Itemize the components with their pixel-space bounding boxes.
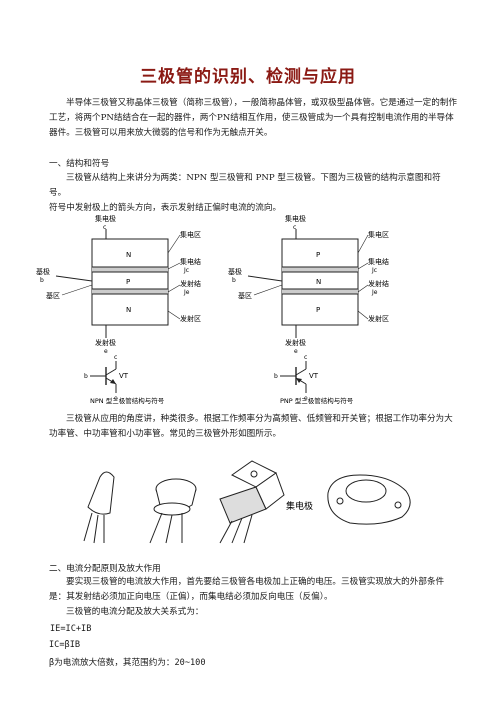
- npn-collector-junction-label: 集电结: [180, 257, 201, 266]
- npn-symbol-b: b: [84, 373, 88, 380]
- npn-emitter-region-label: 发射区: [180, 314, 201, 323]
- npn-structure: 集电极 c N P N 集电区 集电结 Jc 发射结 Je 发射区 基极 b 基…: [36, 214, 201, 405]
- pnp-jc-label: Jc: [371, 267, 377, 274]
- section1-heading: 一、结构和符号: [49, 159, 110, 169]
- npn-e-label: e: [104, 348, 108, 355]
- section2-heading: 二、电流分配原则及放大作用: [49, 564, 161, 574]
- section1-paragraph: 三极管从结构上来讲分为两类：NPN 型三极管和 PNP 型三极管。下图为三极管的…: [49, 173, 441, 198]
- npn-collector-label: 集电极: [95, 214, 116, 223]
- pnp-base-label: 基极: [228, 267, 242, 276]
- npn-symbol-c: c: [114, 354, 117, 361]
- pnp-b-label: b: [232, 277, 236, 284]
- applications-paragraph: 三极管从应用的角度讲，种类很多。根据工作频率分为高频管、低频管和开关管；根据工作…: [49, 414, 453, 439]
- npn-b-label: b: [40, 277, 44, 284]
- small-signal-transistor-shape: [83, 471, 115, 544]
- section1-arrow-note: 符号中发射极上的箭头方向，表示发射结正偏时电流的流向。: [49, 203, 282, 213]
- pnp-c-label: c: [293, 224, 296, 231]
- npn-mid-region: P: [126, 278, 130, 286]
- section2-paragraph: 要实现三极管的电流放大作用，首先要给三极管各电极加上正确的电压。三极管实现放大的…: [49, 577, 445, 602]
- pnp-symbol-c: c: [304, 354, 307, 361]
- pnp-emitter-junction-label: 发射结: [368, 279, 389, 288]
- pnp-top-region: P: [316, 251, 320, 259]
- pnp-collector-region-label: 集电区: [368, 230, 389, 239]
- npn-symbol-e: e: [114, 395, 118, 402]
- metal-can-transistor-shape: [149, 478, 197, 544]
- beta-range-note: β为电流放大倍数，其范围约为：20~100: [49, 658, 206, 668]
- transistor-shapes-illustration: 集电极: [83, 460, 411, 544]
- pnp-e-label: e: [294, 348, 298, 355]
- pnp-mid-region: N: [316, 278, 321, 286]
- npn-top-region: N: [126, 251, 131, 259]
- metal-power-transistor-to3-shape: [327, 474, 411, 525]
- equation-ic: IC=βIB: [49, 640, 81, 650]
- npn-c-label: c: [103, 224, 106, 231]
- npn-je-label: Je: [183, 289, 190, 296]
- structure-diagram: 集电极 c N P N 集电区 集电结 Jc 发射结 Je 发射区 基极 b 基…: [36, 214, 389, 405]
- equation-ie: IE=IC+IB: [50, 624, 92, 634]
- pnp-collector-junction-label: 集电结: [368, 257, 389, 266]
- npn-base-region-label: 基区: [46, 291, 60, 300]
- pnp-symbol-e: e: [304, 395, 308, 402]
- pnp-base-region-label: 基区: [238, 291, 252, 300]
- pnp-structure: 集电极 c P N P 集电区 集电结 Jc 发射结 Je 发射区 基极 b 基…: [228, 214, 389, 405]
- npn-base-label: 基极: [36, 267, 50, 276]
- npn-collector-region-label: 集电区: [180, 230, 201, 239]
- page-title: 三极管的识别、检测与应用: [140, 67, 356, 87]
- npn-vt-label: VT: [119, 372, 129, 380]
- pnp-symbol-b: b: [274, 373, 278, 380]
- collector-callout-label: 集电极: [286, 500, 313, 512]
- pnp-vt-label: VT: [309, 372, 319, 380]
- npn-emitter-label: 发射极: [95, 338, 116, 347]
- pnp-collector-label: 集电极: [285, 214, 306, 223]
- npn-caption: NPN 型三极管结构与符号: [90, 396, 165, 405]
- pnp-caption: PNP 型三极管结构与符号: [280, 396, 354, 405]
- pnp-je-label: Je: [371, 289, 378, 296]
- power-transistor-to220-shape: [219, 460, 285, 544]
- npn-bot-region: N: [126, 306, 131, 314]
- pnp-emitter-region-label: 发射区: [368, 314, 389, 323]
- npn-emitter-junction-label: 发射结: [180, 279, 201, 288]
- npn-jc-label: Jc: [183, 267, 189, 274]
- section2-relation-intro: 三极管的电流分配及放大关系式为：: [66, 607, 204, 617]
- pnp-bot-region: P: [316, 306, 320, 314]
- intro-paragraph: 半导体三极管又称晶体三极管（简称三极管），一般简称晶体管，或双极型晶体管。它是通…: [49, 98, 458, 138]
- pnp-emitter-label: 发射极: [285, 338, 306, 347]
